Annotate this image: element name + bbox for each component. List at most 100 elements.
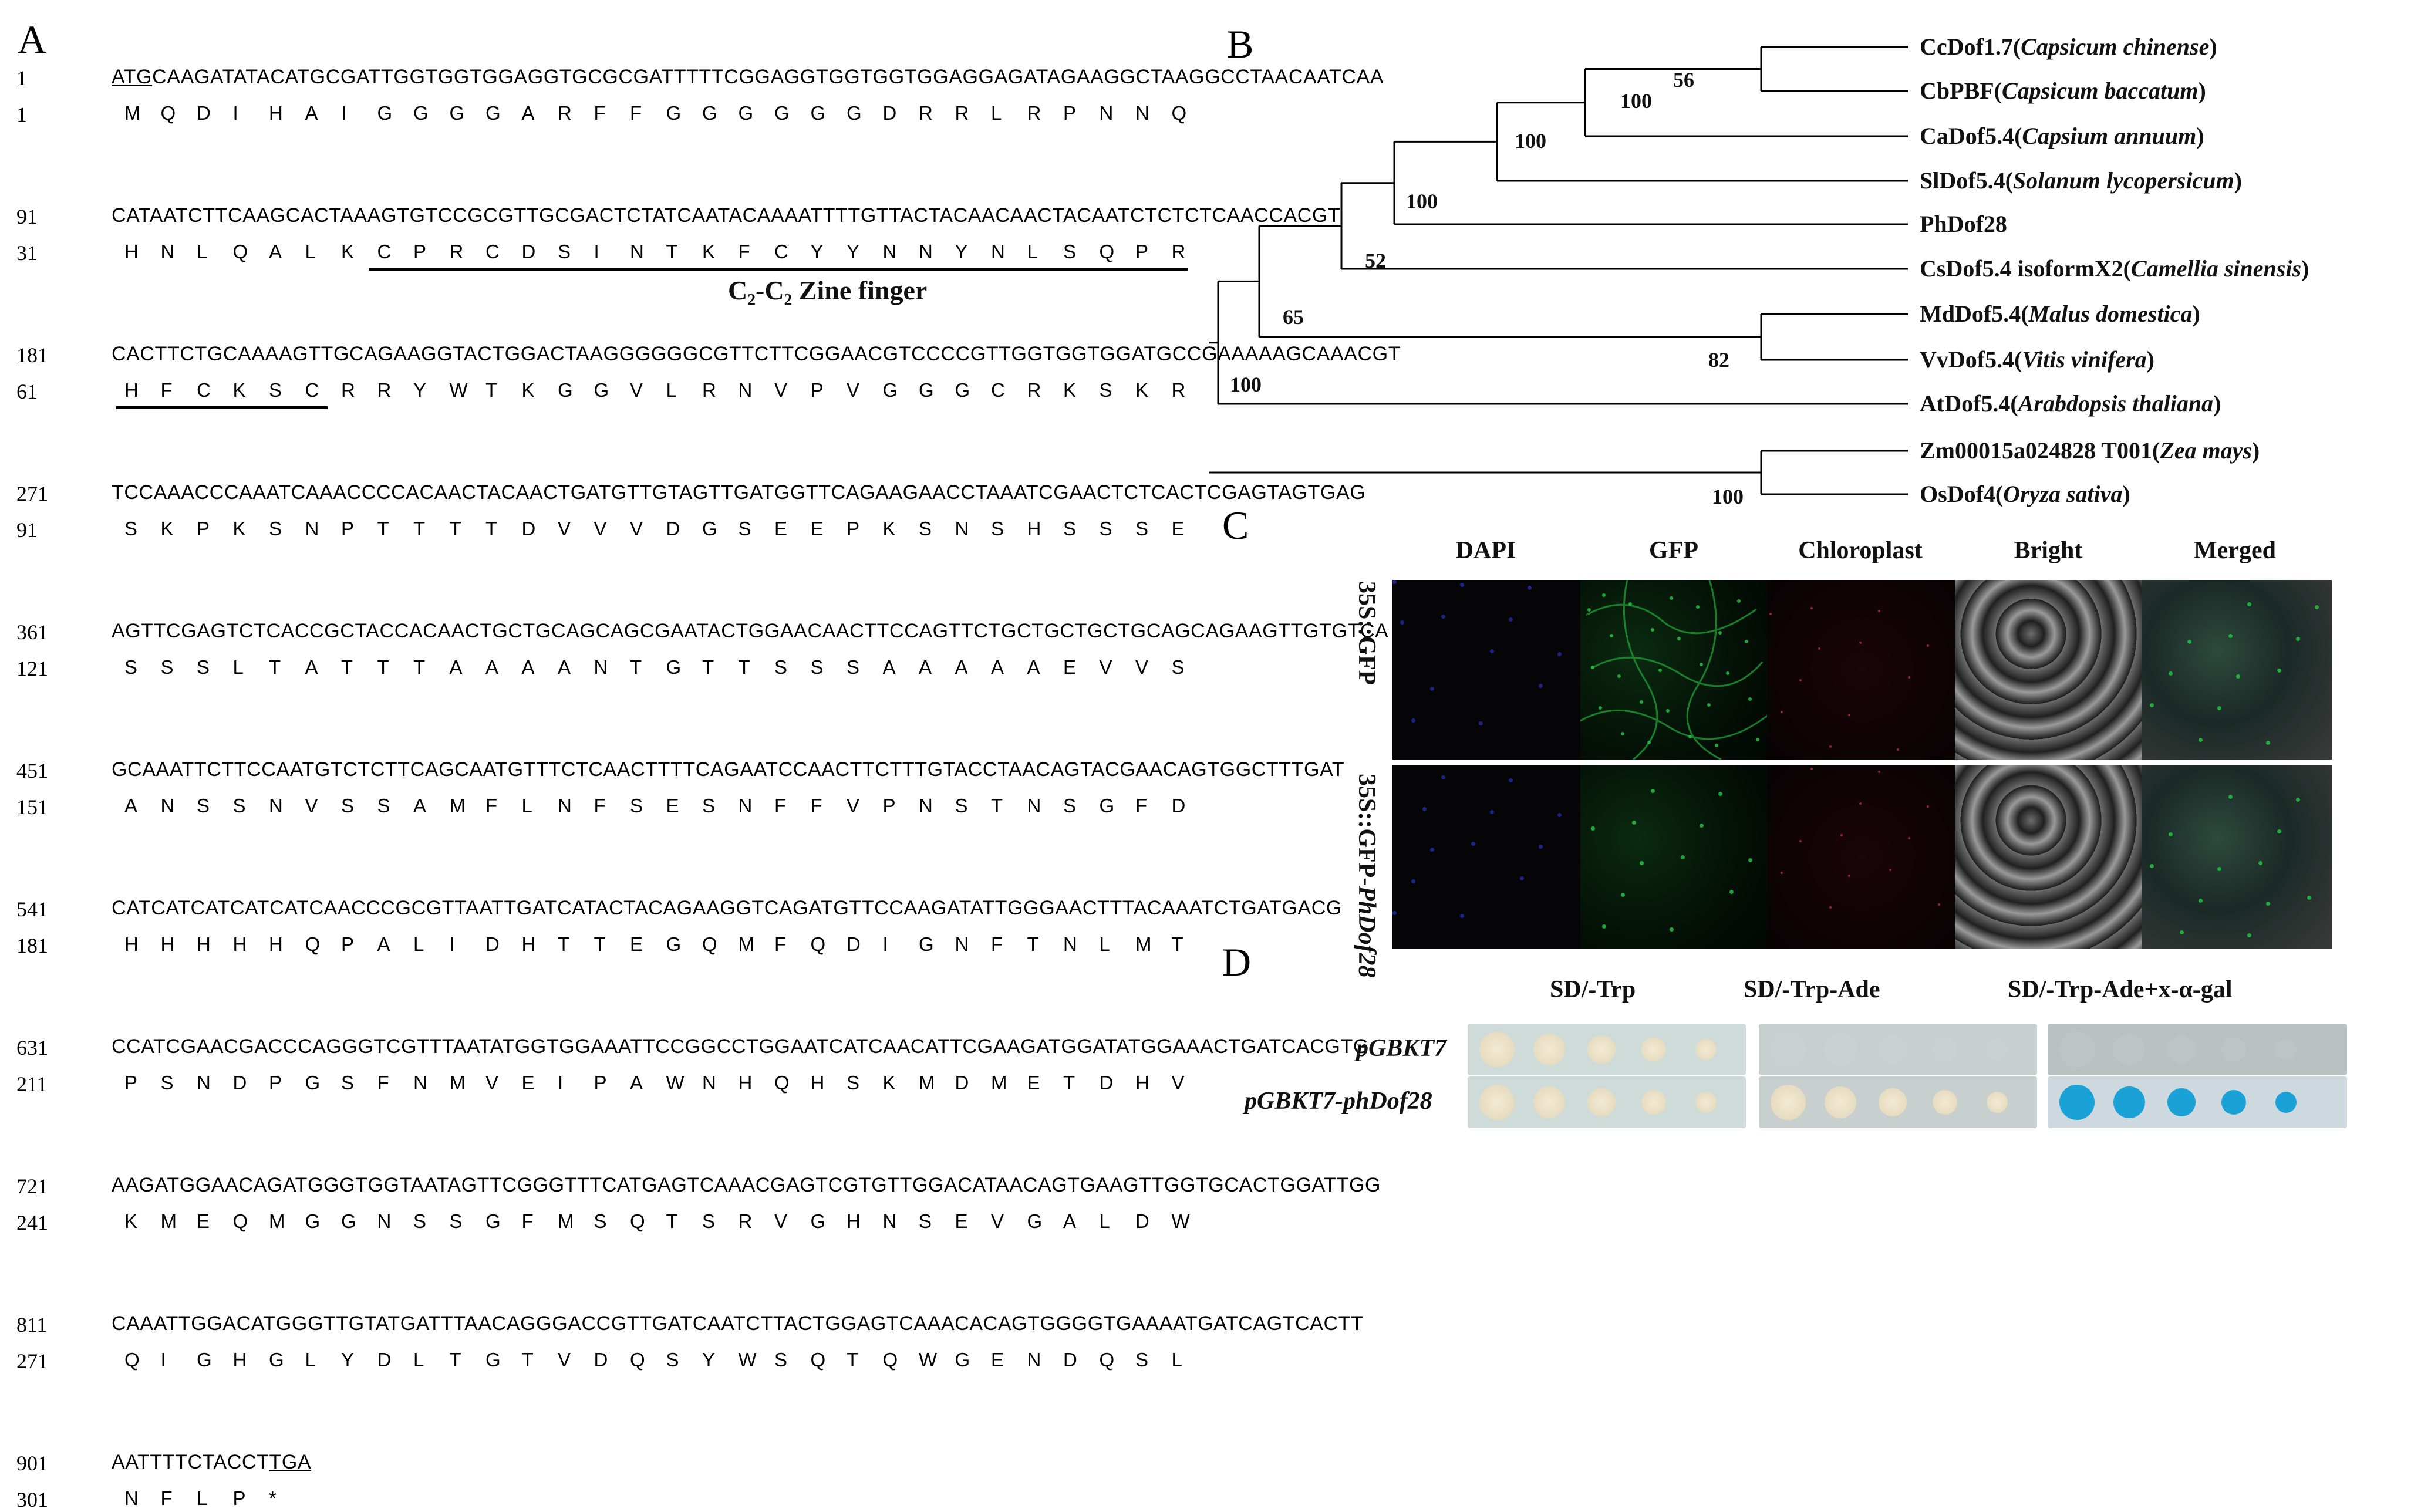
micrograph-bright <box>1955 765 2145 949</box>
fluorescence-spot <box>1718 631 1722 635</box>
fluorescence-spot <box>2247 602 2251 606</box>
fluorescence-spot <box>1520 876 1524 880</box>
yeast-column-header: SD/-Trp-Ade <box>1744 976 1880 1003</box>
panel-label-d: D <box>1222 940 1252 984</box>
nucleotide-sequence-line: AATTTTCTACCTTGA <box>112 1451 312 1473</box>
yeast-row-label: pGBKT7-phDof28 <box>1245 1088 1432 1115</box>
yeast-colony <box>1533 1086 1565 1118</box>
yeast-colony <box>2275 1092 2297 1113</box>
taxon-label: CbPBF(Capsicum baccatum) <box>1920 77 2206 104</box>
fluorescence-spot <box>1640 861 1644 865</box>
nucleotide-sequence-line: GCAAATTCTTCCAATGTCTCTTCAGCAATGTTTCTCAACT… <box>112 758 1345 781</box>
fluorescence-spot <box>2228 634 2233 638</box>
nt-position-number: 811 <box>16 1313 48 1337</box>
fluorescence-spot <box>1591 826 1595 831</box>
taxon-label: CsDof5.4 isoformX2(Camellia sinensis) <box>1920 255 2309 282</box>
fluorescence-spot <box>1781 711 1783 713</box>
yeast-colony <box>1879 1088 1907 1116</box>
fluorescence-spot <box>2228 795 2233 799</box>
yeast-colony <box>1825 1034 1856 1065</box>
fluorescence-spot <box>1400 620 1404 625</box>
bootstrap-value: 82 <box>1708 348 1729 372</box>
fluorescence-spot <box>1651 789 1655 793</box>
aa-position-number: 241 <box>16 1211 48 1234</box>
fluorescence-spot <box>1688 735 1692 738</box>
fluorescence-spot <box>1748 697 1752 701</box>
fluorescence-spot <box>1829 906 1832 909</box>
yeast-plate <box>1759 1024 2037 1075</box>
taxon-label: CaDof5.4(Capsium annuum) <box>1920 123 2204 149</box>
fluorescence-spot <box>1799 679 1802 681</box>
yeast-row-label: pGBKT7 <box>1356 1035 1447 1062</box>
fluorescence-spot <box>1610 634 1613 637</box>
row-label: 35S::GFP <box>1353 581 1380 686</box>
fluorescence-spot <box>1479 721 1483 725</box>
fluorescence-spot <box>1927 644 1929 647</box>
fluorescence-spot <box>1632 821 1636 825</box>
fluorescence-spot <box>1748 858 1752 862</box>
taxon-label: VvDof5.4(Vitis vinifera) <box>1920 346 2154 373</box>
fluorescence-spot <box>1557 652 1562 656</box>
fluorescence-spot <box>1897 748 1899 751</box>
fluorescence-spot <box>1700 663 1703 666</box>
fluorescence-spot <box>1658 669 1662 672</box>
yeast-colony <box>1771 1085 1806 1120</box>
fluorescence-spot <box>1745 640 1748 643</box>
yeast-colony <box>2059 1085 2095 1120</box>
fluorescence-spot <box>1848 714 1850 716</box>
fluorescence-spot <box>2150 703 2154 707</box>
fluorescence-spot <box>1729 890 1734 894</box>
yeast-colony <box>1695 1039 1717 1060</box>
nucleotide-sequence-line: CATAATCTTCAAGCACTAAAGTGTCCGCGTTGCGACTCTA… <box>112 204 1341 227</box>
taxon-label: OsDof4(Oryza sativa) <box>1920 481 2130 507</box>
fluorescence-spot <box>2169 832 2173 836</box>
fluorescence-spot <box>1681 855 1685 859</box>
fluorescence-spot <box>2258 861 2262 865</box>
fluorescence-spot <box>1927 805 1929 808</box>
fluorescence-spot <box>1715 744 1718 747</box>
fluorescence-spot <box>1392 580 1397 584</box>
bootstrap-value: 65 <box>1283 305 1304 329</box>
yeast-plate <box>1468 1076 1746 1128</box>
nt-position-number: 721 <box>16 1174 48 1198</box>
yeast-colony <box>1771 1032 1806 1067</box>
fluorescence-spot <box>1430 687 1434 691</box>
fluorescence-spot <box>1878 610 1880 612</box>
bootstrap-value: 52 <box>1365 248 1386 272</box>
nucleotide-sequence-line: AAGATGGAACAGATGGGTGGTAATAGTTCGGGTTTCATGA… <box>112 1174 1381 1196</box>
fluorescence-spot <box>1889 869 1891 871</box>
bootstrap-value: 100 <box>1406 189 1438 213</box>
yeast-colony <box>1933 1090 1957 1115</box>
nt-position-number: 631 <box>16 1036 48 1059</box>
fluorescence-spot <box>1781 872 1783 874</box>
fluorescence-spot <box>1670 596 1673 600</box>
column-header: GFP <box>1649 537 1698 564</box>
yeast-colony <box>2059 1032 2095 1067</box>
nucleotide-sequence-line: CAAATTGGACATGGGTTGTATGATTTAACAGGGACCGTTG… <box>112 1312 1364 1335</box>
fluorescence-spot <box>1677 637 1681 640</box>
fluorescence-spot <box>2169 671 2173 676</box>
aa-position-number: 151 <box>16 795 48 819</box>
yeast-colony <box>2221 1037 2246 1062</box>
taxon-label: PhDof28 <box>1920 211 2007 237</box>
fluorescence-spot <box>1908 837 1910 839</box>
fluorescence-spot <box>1938 903 1940 906</box>
micrograph-merged <box>2142 580 2332 760</box>
micrograph-dapi <box>1392 580 1583 760</box>
taxon-label: MdDof5.4(Malus domestica) <box>1920 301 2200 327</box>
fluorescence-spot <box>1422 807 1427 811</box>
fluorescence-spot <box>2296 637 2300 641</box>
fluorescence-spot <box>2236 674 2240 679</box>
fluorescence-spot <box>1460 914 1464 918</box>
fluorescence-spot <box>1666 709 1670 713</box>
fluorescence-spot <box>1509 617 1513 622</box>
taxon-label: AtDof5.4(Arabdopsis thaliana) <box>1920 390 2221 417</box>
bootstrap-value: 56 <box>1673 68 1694 92</box>
fluorescence-spot <box>1840 834 1843 836</box>
taxon-label: SlDof5.4(Solanum lycopersicum) <box>1920 167 2242 194</box>
nucleotide-sequence-line: CCATCGAACGACCCAGGGTCGTTTAATATGGTGGAAATTC… <box>112 1035 1369 1058</box>
fluorescence-spot <box>1490 810 1494 814</box>
yeast-colony <box>2113 1086 2145 1118</box>
column-header: DAPI <box>1455 537 1516 564</box>
